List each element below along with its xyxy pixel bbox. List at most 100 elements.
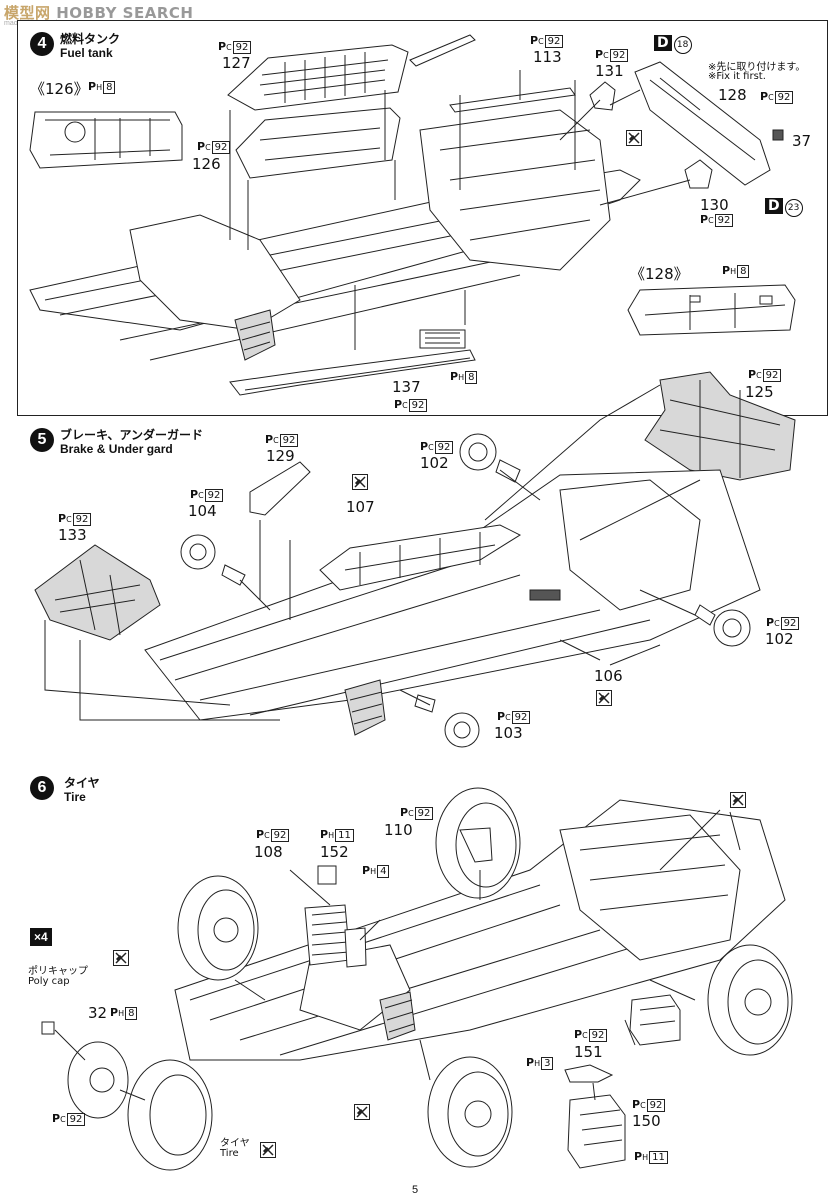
no-cement-icon (354, 1104, 370, 1120)
part-106-label: 106 (594, 667, 623, 685)
part-113-label: 113 (533, 48, 562, 66)
part-102a-label: 102 (420, 454, 449, 472)
tire-right (707, 944, 793, 1056)
ph-letter: P (88, 80, 97, 93)
pc-letter: P (400, 806, 409, 819)
part-108-label: 108 (254, 843, 283, 861)
step-6-title-en: Tire (64, 790, 86, 804)
pc-sub: C (66, 515, 72, 524)
pc-letter: P (760, 90, 769, 103)
part-128-label: 128 (718, 86, 747, 104)
part-102b-label: 102 (765, 630, 794, 648)
ph-sub: H (370, 867, 377, 876)
decal-number: 23 (784, 199, 803, 217)
color-11: 11 (335, 829, 354, 842)
color-92: 92 (66, 1113, 86, 1126)
part-102-brake-b (694, 604, 751, 647)
decal-letter: D (654, 35, 672, 51)
pc-sub: C (264, 831, 270, 840)
no-cement-icon (626, 130, 642, 146)
color-92: 92 (279, 434, 299, 447)
color-92: 92 (544, 35, 564, 48)
part-133-under-guard (34, 544, 161, 641)
color-92: 92 (72, 513, 92, 526)
page-number: 5 (412, 1184, 419, 1196)
ph-letter: P (450, 370, 459, 383)
color-92: 92 (774, 91, 794, 104)
decal-letter: D (765, 198, 783, 214)
pc-sub: C (226, 43, 232, 52)
step-6-number: 6 (30, 776, 54, 800)
part-104-label: 104 (188, 502, 217, 520)
part-133-label: 133 (58, 526, 87, 544)
pc-letter: P (632, 1098, 641, 1111)
part-32-label: 32 (88, 1004, 108, 1022)
pc-letter: P (265, 433, 274, 446)
ph-sub: H (458, 373, 465, 382)
color-92: 92 (270, 829, 290, 842)
part-130 (684, 159, 713, 189)
step-6-title-jp: タイヤ (64, 776, 100, 790)
color-92: 92 (211, 141, 231, 154)
part-127-tank-top (227, 44, 409, 111)
multiplier-x4: ×4 (30, 928, 52, 946)
color-92: 92 (714, 214, 734, 227)
part-37-label: 37 (792, 132, 812, 150)
watermark: 模型网 HOBBY SEARCH (4, 2, 193, 23)
chassis-frame-step4 (29, 109, 641, 396)
part-126-inset (29, 111, 183, 169)
color-11: 11 (649, 1151, 668, 1164)
part-103-label: 103 (494, 724, 523, 742)
color-8: 8 (103, 81, 116, 94)
pc-sub: C (640, 1101, 646, 1110)
no-cement-icon (596, 690, 612, 706)
pc-sub: C (708, 216, 714, 225)
part-125-label: 125 (745, 383, 774, 401)
color-92: 92 (511, 711, 531, 724)
part-102-brake-a (459, 433, 521, 483)
tire-front (427, 1056, 513, 1168)
watermark-logo: 模型网 (4, 4, 51, 22)
pc-letter: P (574, 1028, 583, 1041)
pc-sub: C (538, 37, 544, 46)
part-103-brake (414, 694, 480, 748)
watermark-text: HOBBY SEARCH (56, 4, 194, 22)
ph-letter: P (722, 264, 731, 277)
color-92: 92 (434, 441, 454, 454)
step-4-number: 4 (30, 32, 54, 56)
pc-sub: C (402, 401, 408, 410)
part-107-label: 107 (346, 498, 375, 516)
pc-sub: C (505, 713, 511, 722)
pc-letter: P (394, 398, 403, 411)
polycap-jp: ポリキャップ (28, 966, 88, 977)
color-92: 92 (232, 41, 252, 54)
part-129-label: 129 (266, 447, 295, 465)
chassis-frame-step6 (174, 799, 786, 1061)
ph-sub: H (328, 831, 335, 840)
chassis-frame-step5 (144, 469, 761, 736)
part-127-label: 127 (222, 54, 251, 72)
pc-letter: P (530, 34, 539, 47)
part-104-brake (180, 534, 246, 586)
pc-letter: P (766, 616, 775, 629)
color-8: 8 (465, 371, 478, 384)
no-cement-icon (113, 950, 129, 966)
